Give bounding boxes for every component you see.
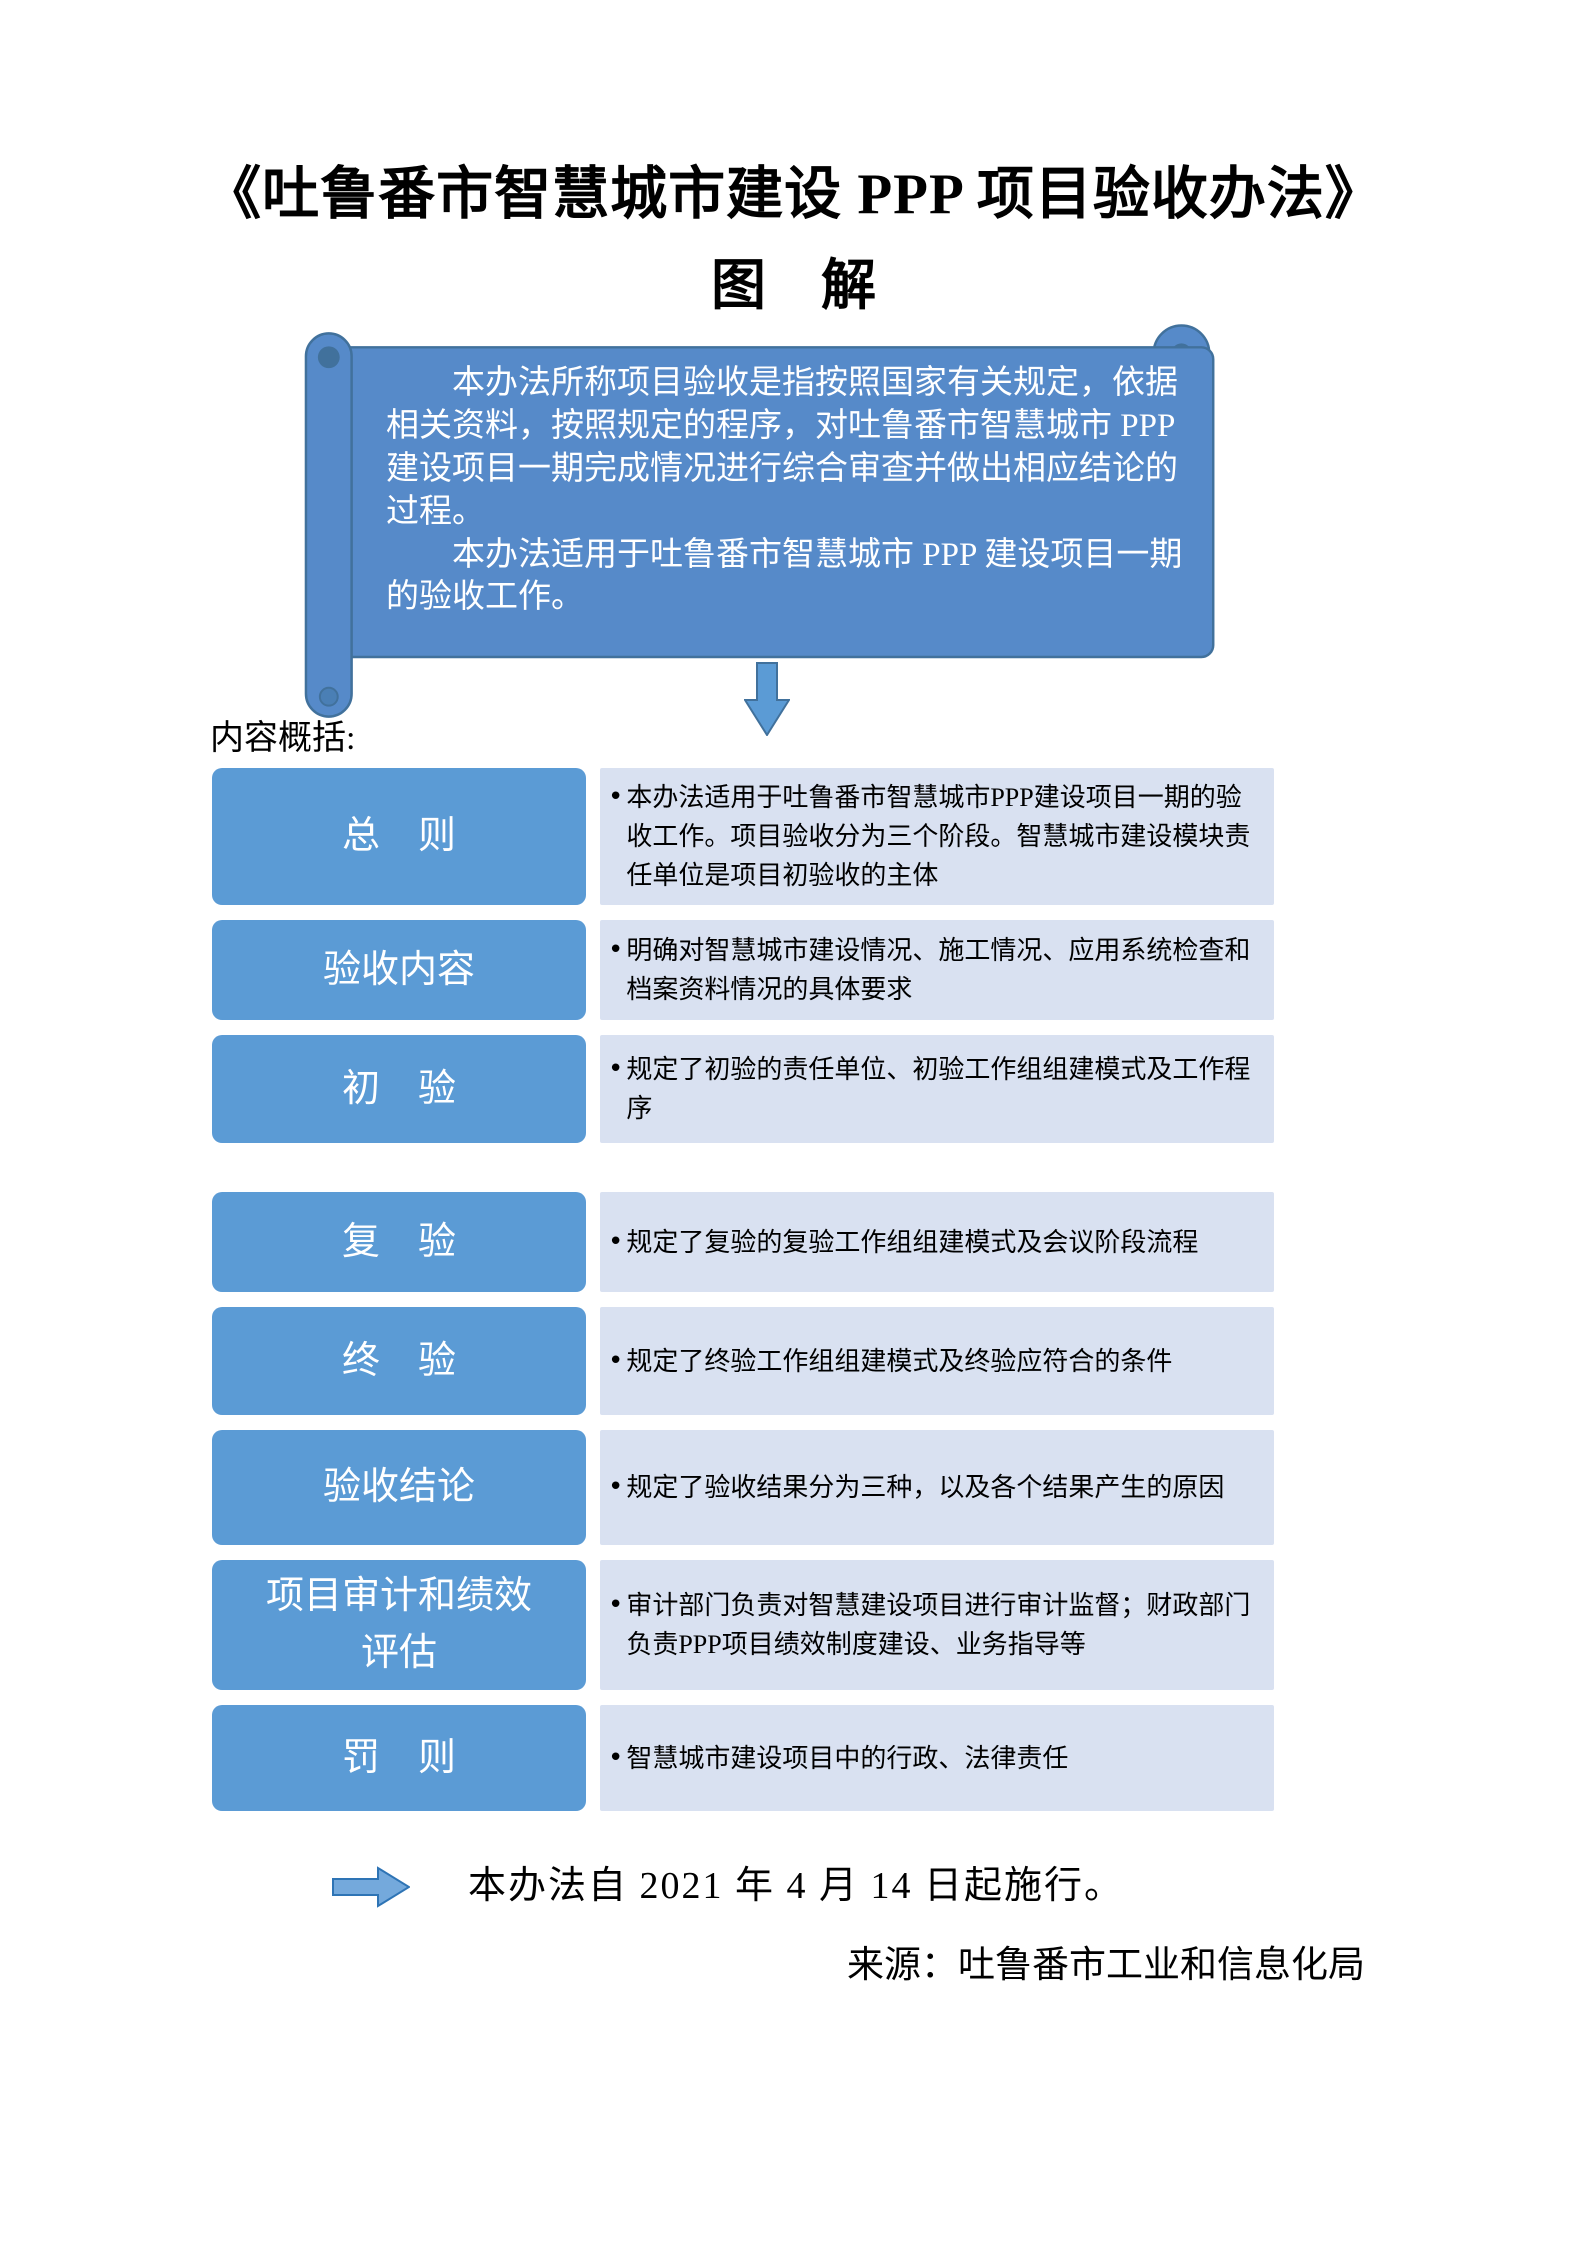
row-desc-text: 规定了初验的责任单位、初验工作组组建模式及工作程序 [626, 1055, 1251, 1123]
summary-row-audit-performance: 项目审计和绩效 评估 • 审计部门负责对智慧建设项目进行审计监督；财政部门负责P… [212, 1560, 1274, 1690]
row-desc: • 规定了终验工作组组建模式及终验应符合的条件 [600, 1307, 1274, 1415]
definition-text: 本办法所称项目验收是指按照国家有关规定，依据相关资料，按照规定的程序，对吐鲁番市… [386, 362, 1198, 619]
bullet-icon: • [608, 1472, 624, 1502]
down-arrow-icon [743, 662, 791, 741]
summary-row-initial-acceptance: 初 验 • 规定了初验的责任单位、初验工作组组建模式及工作程序 [212, 1035, 1274, 1143]
row-label: 验收结论 [212, 1430, 586, 1545]
page-title: 《吐鲁番市智慧城市建设 PPP 项目验收办法》 [204, 163, 1383, 226]
row-label: 复 验 [212, 1192, 586, 1292]
bullet-icon: • [608, 782, 624, 812]
summary-row-general: 总 则 • 本办法适用于吐鲁番市智慧城市PPP建设项目一期的验收工作。项目验收分… [212, 768, 1274, 905]
row-desc-text: 规定了终验工作组组建模式及终验应符合的条件 [626, 1346, 1173, 1376]
row-desc: • 明确对智慧城市建设情况、施工情况、应用系统检查和档案资料情况的具体要求 [600, 920, 1274, 1020]
row-desc-text: 明确对智慧城市建设情况、施工情况、应用系统检查和档案资料情况的具体要求 [626, 936, 1251, 1004]
row-desc-text: 规定了验收结果分为三种，以及各个结果产生的原因 [626, 1473, 1225, 1502]
row-desc: • 审计部门负责对智慧建设项目进行审计监督；财政部门负责PPP项目绩效制度建设、… [600, 1560, 1274, 1690]
row-desc: • 规定了复验的复验工作组组建模式及会议阶段流程 [600, 1192, 1274, 1292]
summary-row-final-acceptance: 终 验 • 规定了终验工作组组建模式及终验应符合的条件 [212, 1307, 1274, 1415]
bullet-icon: • [608, 1054, 624, 1084]
row-desc: • 规定了初验的责任单位、初验工作组组建模式及工作程序 [600, 1035, 1274, 1143]
row-desc: • 本办法适用于吐鲁番市智慧城市PPP建设项目一期的验收工作。项目验收分为三个阶… [600, 768, 1274, 905]
bullet-icon: • [608, 1742, 624, 1773]
scope-paragraph: 本办法适用于吐鲁番市智慧城市 PPP 建设项目一期的验收工作。 [386, 536, 1183, 616]
row-label: 初 验 [212, 1035, 586, 1143]
definition-scroll-banner: 本办法所称项目验收是指按照国家有关规定，依据相关资料，按照规定的程序，对吐鲁番市… [300, 320, 1243, 730]
summary-row-penalty: 罚 则 • 智慧城市建设项目中的行政、法律责任 [212, 1705, 1274, 1811]
summary-row-reinspection: 复 验 • 规定了复验的复验工作组组建模式及会议阶段流程 [212, 1192, 1274, 1292]
row-desc-text: 审计部门负责对智慧建设项目进行审计监督；财政部门负责PPP项目绩效制度建设、业务… [626, 1591, 1251, 1659]
right-arrow-icon [332, 1866, 411, 1913]
row-label: 罚 则 [212, 1705, 586, 1811]
row-desc-text: 智慧城市建设项目中的行政、法律责任 [626, 1743, 1069, 1773]
source-text: 来源：吐鲁番市工业和信息化局 [847, 1945, 1365, 1986]
bullet-icon: • [608, 1226, 624, 1257]
definition-paragraph: 本办法所称项目验收是指按照国家有关规定，依据相关资料，按照规定的程序，对吐鲁番市… [386, 365, 1178, 530]
row-desc-text: 规定了复验的复验工作组组建模式及会议阶段流程 [626, 1227, 1199, 1257]
scroll-shape-icon [304, 324, 1215, 718]
summary-row-conclusion: 验收结论 • 规定了验收结果分为三种，以及各个结果产生的原因 [212, 1430, 1274, 1545]
summary-list: 总 则 • 本办法适用于吐鲁番市智慧城市PPP建设项目一期的验收工作。项目验收分… [212, 768, 1274, 1811]
overview-label: 内容概括: [210, 720, 356, 757]
row-desc-text: 本办法适用于吐鲁番市智慧城市PPP建设项目一期的验收工作。项目验收分为三个阶段。… [626, 783, 1251, 890]
bullet-icon: • [608, 1590, 624, 1620]
row-desc: • 规定了验收结果分为三种，以及各个结果产生的原因 [600, 1430, 1274, 1545]
row-label: 项目审计和绩效 评估 [212, 1560, 586, 1690]
row-label: 总 则 [212, 768, 586, 905]
effective-date-text: 本办法自 2021 年 4 月 14 日起施行。 [468, 1865, 1125, 1907]
row-label: 验收内容 [212, 920, 586, 1020]
summary-row-content: 验收内容 • 明确对智慧城市建设情况、施工情况、应用系统检查和档案资料情况的具体… [212, 920, 1274, 1020]
row-desc: • 智慧城市建设项目中的行政、法律责任 [600, 1705, 1274, 1811]
row-label: 终 验 [212, 1307, 586, 1415]
bullet-icon: • [608, 935, 624, 965]
bullet-icon: • [608, 1345, 624, 1376]
page-subtitle: 图 解 [710, 255, 876, 316]
